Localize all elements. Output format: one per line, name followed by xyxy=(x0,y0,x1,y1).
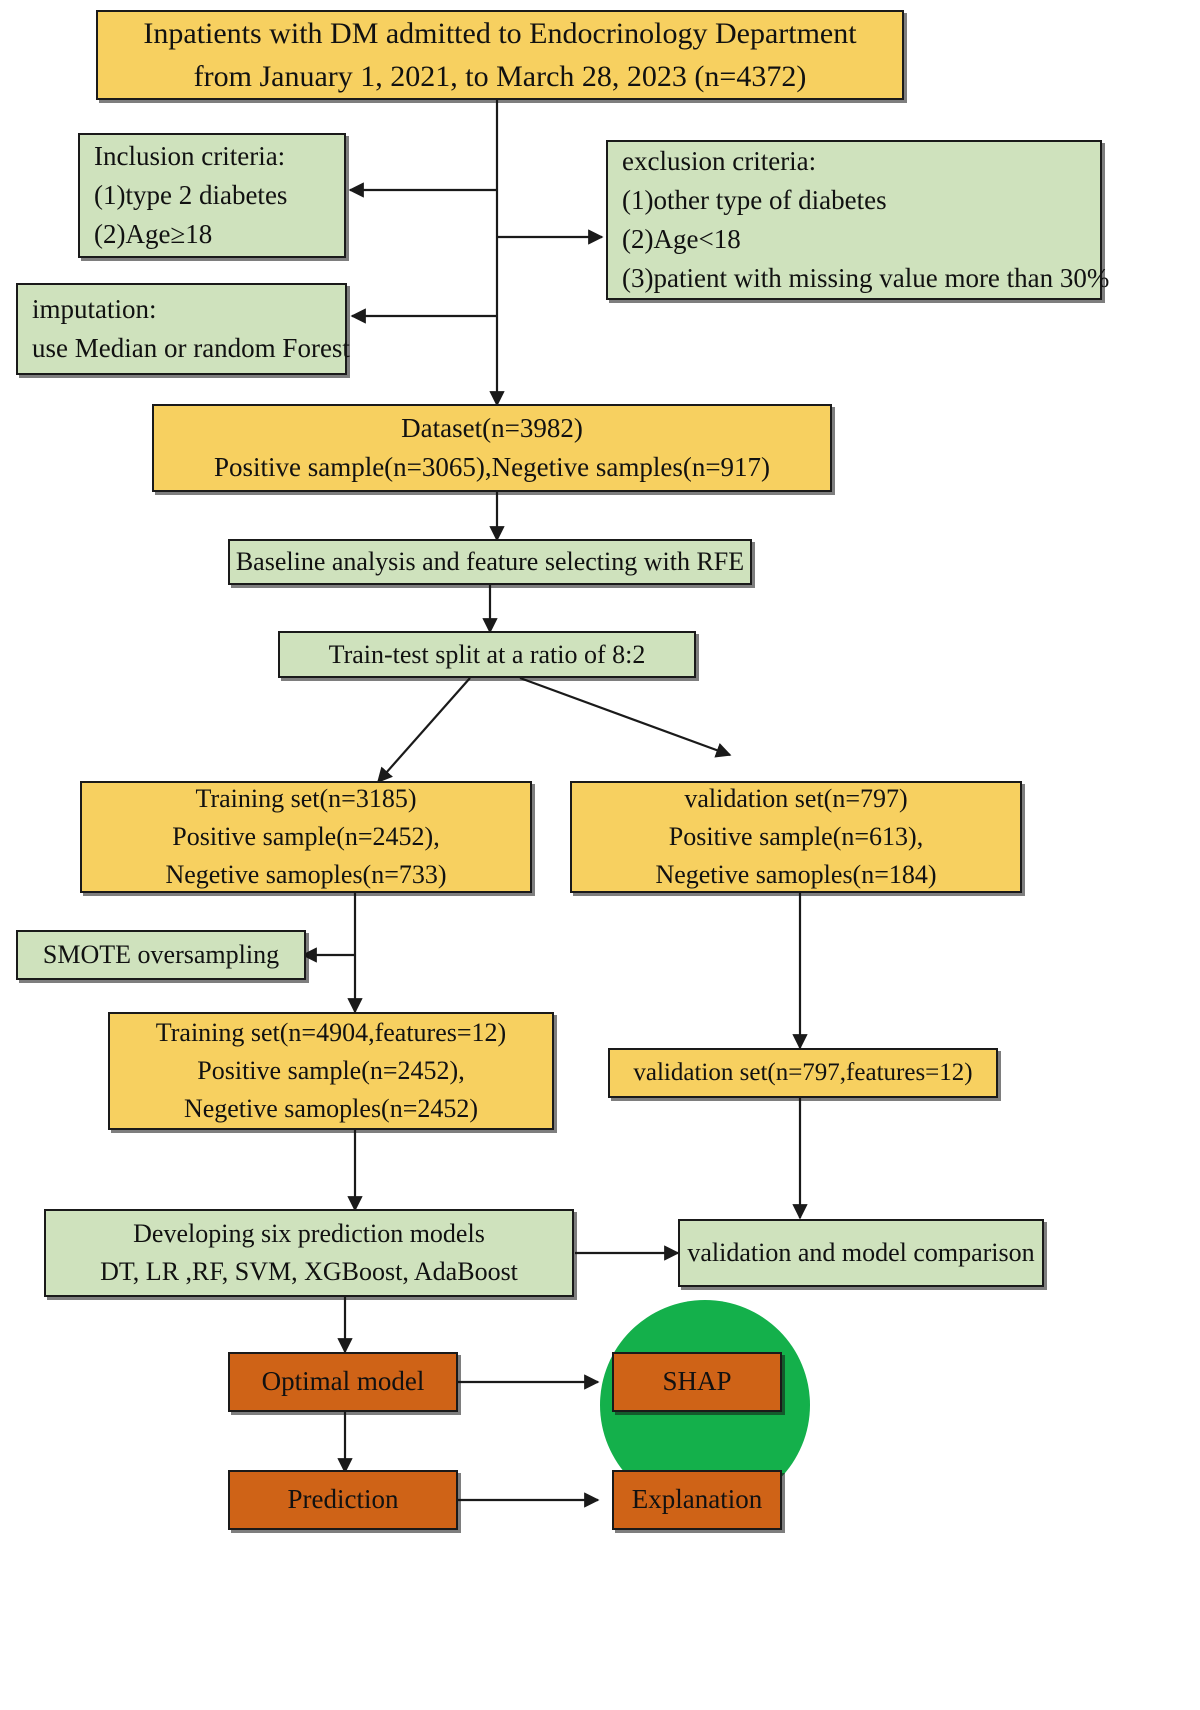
node-validation-comparison: validation and model comparison xyxy=(678,1219,1044,1287)
node-training-balanced-line-2: Positive sample(n=2452), xyxy=(197,1056,465,1086)
connector-split-to-training xyxy=(376,677,471,784)
node-cohort-line-1: Inpatients with DM admitted to Endocrino… xyxy=(143,16,857,50)
node-validation-set-line-1: validation set(n=797) xyxy=(684,784,908,814)
node-train-test-split: Train-test split at a ratio of 8:2 xyxy=(278,631,696,678)
node-exclusion-line-1: exclusion criteria: xyxy=(622,145,817,176)
node-training-set-line-1: Training set(n=3185) xyxy=(195,784,417,814)
node-shap-line-1: SHAP xyxy=(662,1366,732,1397)
node-dataset: Dataset(n=3982) Positive sample(n=3065),… xyxy=(152,404,832,492)
node-exclusion-line-3: (2)Age<18 xyxy=(622,224,741,254)
node-validation-set-line-2: Positive sample(n=613), xyxy=(668,822,924,852)
node-models-line-2: DT, LR ,RF, SVM, XGBoost, AdaBoost xyxy=(100,1257,518,1286)
node-validation-set-features: validation set(n=797,features=12) xyxy=(608,1048,998,1098)
node-validation-set: validation set(n=797) Positive sample(n=… xyxy=(570,781,1022,893)
connector-split-to-validation xyxy=(519,676,732,758)
node-imputation-line-2: use Median or random Forest xyxy=(32,333,350,363)
node-exclusion-criteria: exclusion criteria: (1)other type of dia… xyxy=(606,140,1109,300)
node-exclusion-line-2: (1)other type of diabetes xyxy=(622,184,887,215)
node-validation-features-line-1: validation set(n=797,features=12) xyxy=(633,1058,973,1086)
node-imputation: imputation: use Median or random Forest xyxy=(16,283,350,375)
node-explanation: Explanation xyxy=(612,1470,782,1530)
node-training-set: Training set(n=3185) Positive sample(n=2… xyxy=(80,781,532,893)
node-baseline-analysis: Baseline analysis and feature selecting … xyxy=(228,539,752,585)
node-cohort-line-2: from January 1, 2021, to March 28, 2023 … xyxy=(193,60,807,93)
node-smote-oversampling: SMOTE oversampling xyxy=(16,930,306,980)
node-dataset-line-1: Dataset(n=3982) xyxy=(401,412,583,443)
node-prediction-line-1: Prediction xyxy=(287,1484,399,1515)
node-training-set-line-3: Negetive samoples(n=733) xyxy=(165,859,447,889)
node-inclusion-criteria: Inclusion criteria: (1)type 2 diabetes (… xyxy=(78,133,346,258)
node-comparison-line-1: validation and model comparison xyxy=(687,1238,1035,1268)
node-developing-models: Developing six prediction models DT, LR … xyxy=(44,1209,574,1297)
node-baseline-line-1: Baseline analysis and feature selecting … xyxy=(235,547,745,577)
node-inclusion-line-1: Inclusion criteria: xyxy=(94,140,286,171)
node-optimal-model-line-1: Optimal model xyxy=(261,1366,425,1397)
node-training-set-line-2: Positive sample(n=2452), xyxy=(172,822,440,852)
node-shap: SHAP xyxy=(612,1352,782,1412)
node-training-balanced-line-1: Training set(n=4904,features=12) xyxy=(155,1018,507,1048)
node-explanation-line-1: Explanation xyxy=(631,1484,763,1515)
node-optimal-model: Optimal model xyxy=(228,1352,458,1412)
node-validation-set-line-3: Negetive samoples(n=184) xyxy=(655,859,937,889)
node-models-line-1: Developing six prediction models xyxy=(133,1219,485,1249)
node-imputation-line-1: imputation: xyxy=(32,293,157,324)
node-cohort: Inpatients with DM admitted to Endocrino… xyxy=(96,10,904,100)
node-exclusion-line-4: (3)patient with missing value more than … xyxy=(622,263,1110,294)
node-inclusion-line-3: (2)Age≥18 xyxy=(94,219,213,250)
node-dataset-line-2: Positive sample(n=3065),Negetive samples… xyxy=(213,452,771,482)
node-training-balanced-line-3: Negetive samoples(n=2452) xyxy=(183,1093,479,1123)
node-smote-line-1: SMOTE oversampling xyxy=(42,940,280,970)
node-prediction: Prediction xyxy=(228,1470,458,1530)
node-split-line-1: Train-test split at a ratio of 8:2 xyxy=(328,639,646,669)
node-training-set-balanced: Training set(n=4904,features=12) Positiv… xyxy=(108,1012,554,1130)
node-inclusion-line-2: (1)type 2 diabetes xyxy=(94,179,288,210)
